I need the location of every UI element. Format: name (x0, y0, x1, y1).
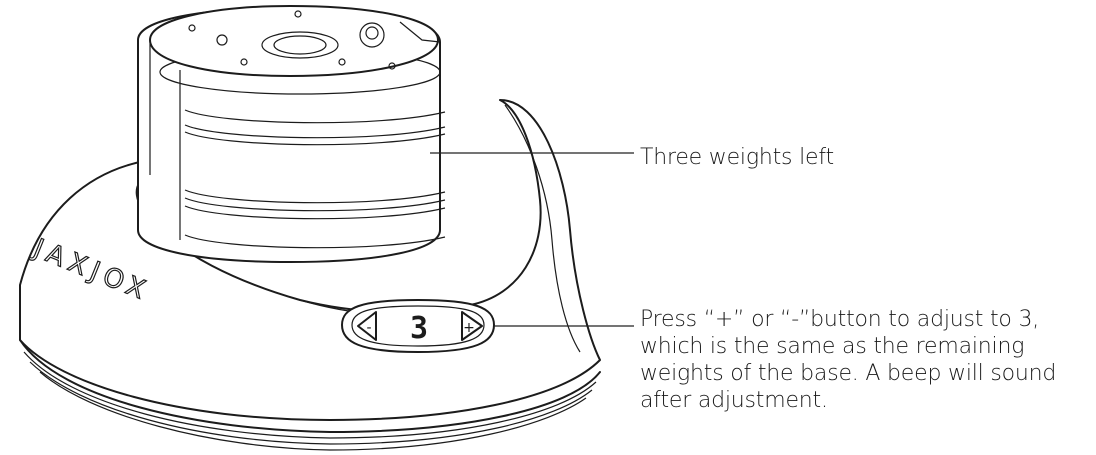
top-plate (149, 5, 441, 77)
minus-symbol: - (366, 320, 371, 336)
display-digit: 3 (410, 311, 428, 346)
plus-symbol: + (463, 320, 475, 336)
callout-line-4: after adjustment. (640, 388, 828, 413)
callout-line-3: weights of the base. A beep will sound (640, 361, 1057, 386)
callout-weights-left: Three weights left (640, 145, 834, 170)
plus-button[interactable] (461, 311, 483, 341)
callout-line-2: which is the same as the remaining (640, 334, 1025, 359)
callout-line-1: Press “+” or “-”button to adjust to 3, (640, 307, 1040, 332)
control-panel: - + 3 (341, 299, 495, 353)
minus-button[interactable] (357, 311, 377, 341)
callout-press-button: Press “+” or “-”button to adjust to 3, w… (640, 306, 1090, 414)
